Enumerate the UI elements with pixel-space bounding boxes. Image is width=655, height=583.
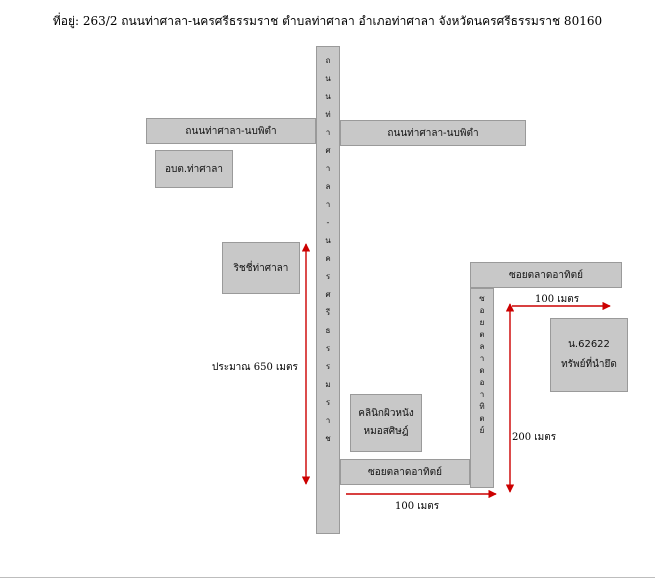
road-top-left-label: ถนนท่าศาลา-นบพิตำ <box>185 125 277 137</box>
distance-200m: 200 เมตร <box>512 432 557 443</box>
distance-100m-bottom: 100 เมตร <box>395 501 440 512</box>
soi-bottom-label: ซอยตลาดอาทิตย์ <box>368 466 442 478</box>
soi-vertical-char: ล <box>479 342 485 351</box>
road-main-char: ท่ <box>325 110 331 119</box>
road-main-char: า <box>325 200 331 209</box>
soi-vertical-char: ย์ <box>479 426 485 435</box>
soi-top: ซอยตลาดอาทิตย์ <box>470 262 622 288</box>
road-main-char: ม <box>325 380 331 389</box>
road-main-char: ธ <box>325 326 331 335</box>
distance-100m-right: 100 เมตร <box>535 294 580 305</box>
obt-tha-sala: อบต.ท่าศาลา <box>155 150 233 188</box>
road-main-char: ศ <box>325 290 331 299</box>
road-main-char: ร <box>325 272 331 281</box>
road-main-char: ร <box>325 362 331 371</box>
road-main-char: ร <box>325 398 331 407</box>
address-header: ที่อยู่: 263/2 ถนนท่าศาลา-นครศรีธรรมราช … <box>52 14 603 28</box>
road-main-char: น <box>325 74 331 83</box>
soi-vertical-char: า <box>479 390 485 399</box>
soi-vertical: ซอยตลาดอาทิตย์ <box>470 288 494 488</box>
road-main-char: ช <box>325 434 331 443</box>
skin-clinic-line2: หมอสศิษฎ์ <box>363 426 409 437</box>
richie-tha-sala: ริชชี่ท่าศาลา <box>222 242 300 294</box>
soi-vertical-char: ด <box>479 366 485 375</box>
road-top-right-label: ถนนท่าศาลา-นบพิตำ <box>387 127 479 139</box>
soi-vertical-char: ทิ <box>479 402 485 411</box>
richie-tha-sala-label: ริชชี่ท่าศาลา <box>233 262 289 274</box>
soi-vertical-char: า <box>479 354 485 363</box>
skin-clinic: คลินิกผิวหนัง หมอสศิษฎ์ <box>350 394 422 452</box>
road-main-char: รี <box>325 308 331 317</box>
soi-vertical-char: ต <box>479 414 485 423</box>
road-main-char: น <box>325 92 331 101</box>
bottom-divider <box>0 577 655 578</box>
soi-vertical-char: อ <box>479 306 485 315</box>
soi-vertical-char: ซ <box>479 294 485 303</box>
road-top-left: ถนนท่าศาลา-นบพิตำ <box>146 118 316 144</box>
road-main-char: น <box>325 236 331 245</box>
skin-clinic-line1: คลินิกผิวหนัง <box>358 408 414 419</box>
road-main-char: ร <box>325 344 331 353</box>
soi-vertical-char: อ <box>479 378 485 387</box>
road-top-right: ถนนท่าศาลา-นบพิตำ <box>340 120 526 146</box>
road-main-char: - <box>326 218 330 227</box>
road-main-char: ค <box>325 254 331 263</box>
distance-650m: ประมาณ 650 เมตร <box>212 362 298 373</box>
road-main-char: ล <box>325 182 331 191</box>
soi-vertical-char: ย <box>479 318 485 327</box>
soi-vertical-char: ต <box>479 330 485 339</box>
obt-tha-sala-label: อบต.ท่าศาลา <box>165 163 223 175</box>
property-target: น.62622 ทรัพย์ที่นำยึด <box>550 318 628 392</box>
soi-top-label: ซอยตลาดอาทิตย์ <box>509 269 583 281</box>
road-main-char: า <box>325 128 331 137</box>
soi-bottom: ซอยตลาดอาทิตย์ <box>340 459 470 485</box>
property-label: ทรัพย์ที่นำยึด <box>561 359 617 370</box>
road-main-char: ถ <box>325 56 331 65</box>
road-main-vertical: ถนนท่าศาลา-นครศรีธรรมราช <box>316 46 340 534</box>
road-main-char: า <box>325 416 331 425</box>
property-deed-number: น.62622 <box>568 339 610 350</box>
road-main-char: า <box>325 164 331 173</box>
road-main-char: ศ <box>325 146 331 155</box>
